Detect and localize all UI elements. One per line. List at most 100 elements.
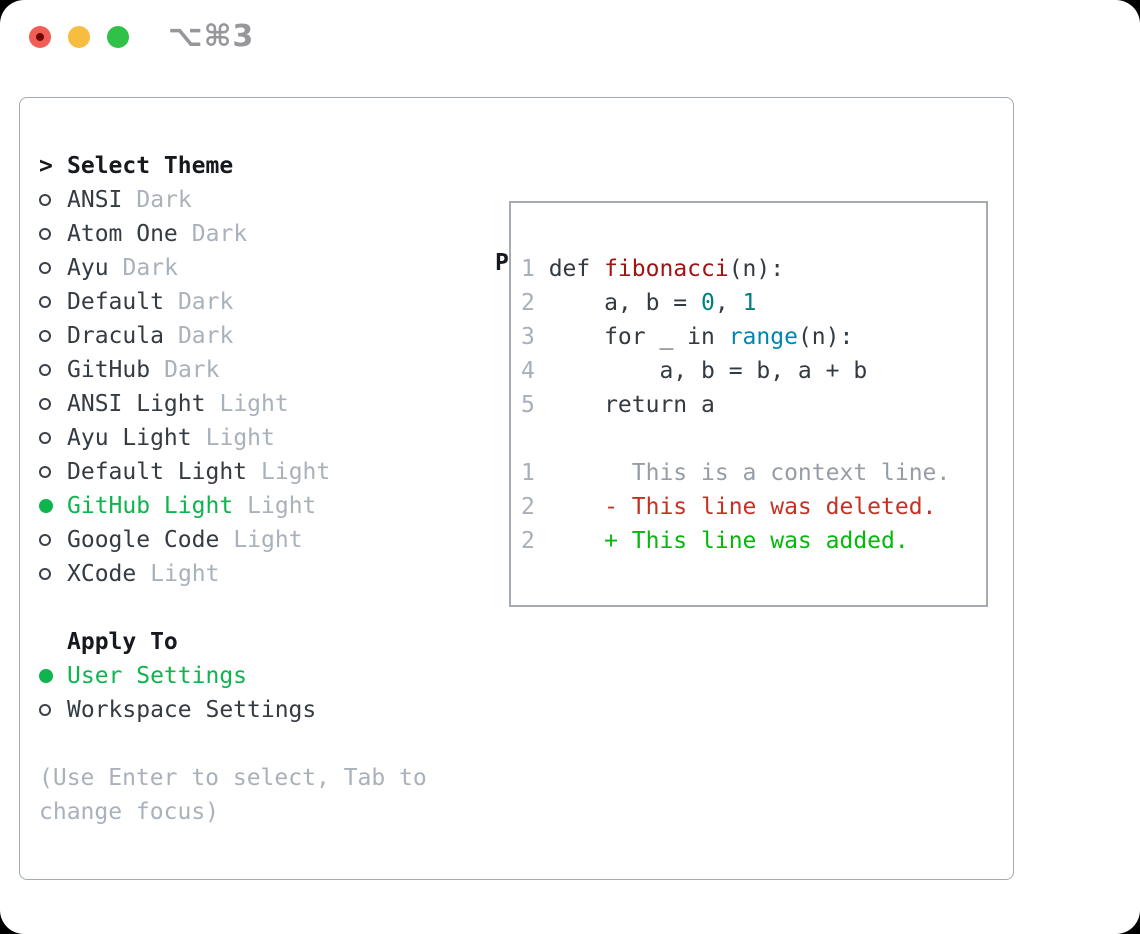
code-segment-code: , bbox=[714, 290, 743, 316]
code-segment-builtin: range bbox=[728, 324, 798, 350]
radio-circle bbox=[39, 704, 51, 716]
theme-variant-tag: Light bbox=[219, 391, 289, 417]
radio-icon bbox=[39, 296, 67, 308]
line-number: 4 bbox=[521, 358, 535, 384]
window-title: ⌥⌘3 bbox=[168, 19, 255, 54]
theme-name: Default bbox=[67, 289, 164, 315]
theme-variant-tag: Dark bbox=[191, 221, 248, 247]
radio-icon bbox=[39, 432, 67, 444]
preview-line bbox=[521, 422, 986, 456]
theme-variant-tag: Dark bbox=[177, 323, 234, 349]
code-segment-num: 0 bbox=[701, 290, 715, 316]
apply-option-label: Workspace Settings bbox=[67, 697, 317, 723]
window-titlebar: ⌥⌘3 bbox=[0, 0, 1140, 75]
code-segment-code: a, b = b, a + b bbox=[548, 358, 868, 384]
radio-icon bbox=[39, 330, 67, 342]
help-line: (Use Enter to select, Tab to bbox=[39, 765, 427, 791]
code-segment-added: + This line was added. bbox=[548, 528, 909, 554]
spacer-row bbox=[39, 591, 427, 625]
radio-icon bbox=[39, 466, 67, 478]
theme-variant-tag: Dark bbox=[136, 187, 192, 213]
theme-variant-tag: Light bbox=[233, 527, 303, 553]
zoom-button[interactable] bbox=[107, 26, 129, 48]
apply-to-heading-label: Apply To bbox=[67, 629, 178, 655]
radio-circle bbox=[39, 534, 51, 546]
select-theme-heading-label: Select Theme bbox=[67, 153, 234, 179]
radio-selected-icon bbox=[39, 499, 67, 513]
theme-item-ayu[interactable]: Ayu Dark bbox=[39, 251, 427, 285]
theme-name: GitHub Light bbox=[67, 493, 234, 519]
spacer-row bbox=[39, 727, 427, 761]
preview-line: 2 + This line was added. bbox=[521, 524, 986, 558]
code-segment-context: This is a context line. bbox=[548, 460, 951, 486]
radio-circle bbox=[39, 432, 51, 444]
line-number: 2 bbox=[521, 494, 535, 520]
code-segment-func: fibonacci bbox=[604, 256, 729, 282]
radio-circle bbox=[39, 262, 51, 274]
unsaved-changes-icon bbox=[36, 33, 44, 41]
select-theme-heading: > Select Theme bbox=[39, 149, 427, 183]
theme-variant-tag: Dark bbox=[177, 289, 234, 315]
line-number: 2 bbox=[521, 528, 535, 554]
line-number: 1 bbox=[521, 460, 535, 486]
line-number: 1 bbox=[521, 256, 535, 282]
radio-icon bbox=[39, 364, 67, 376]
radio-icon bbox=[39, 704, 67, 716]
minimize-button[interactable] bbox=[68, 26, 90, 48]
radio-circle bbox=[39, 669, 53, 683]
cursor-arrow-icon: > bbox=[39, 153, 53, 179]
preview-line: 1 This is a context line. bbox=[521, 456, 986, 490]
close-button[interactable] bbox=[29, 26, 51, 48]
theme-name: GitHub bbox=[67, 357, 151, 383]
code-segment-code: def bbox=[548, 256, 605, 282]
radio-circle bbox=[39, 398, 51, 410]
theme-item-google-code[interactable]: Google Code Light bbox=[39, 523, 427, 557]
theme-name: ANSI Light bbox=[67, 391, 206, 417]
theme-item-default-light[interactable]: Default Light Light bbox=[39, 455, 427, 489]
apply-option-workspace-settings[interactable]: Workspace Settings bbox=[39, 693, 427, 727]
theme-name: Ayu bbox=[67, 255, 109, 281]
help-line: change focus) bbox=[39, 799, 220, 825]
theme-name: Google Code bbox=[67, 527, 220, 553]
preview-line: 1 def fibonacci(n): bbox=[521, 252, 986, 286]
code-segment-code: (n): bbox=[797, 324, 854, 350]
theme-name: Atom One bbox=[67, 221, 178, 247]
line-number: 3 bbox=[521, 324, 535, 350]
apply-to-heading: Apply To bbox=[39, 625, 427, 659]
theme-item-atom-one[interactable]: Atom One Dark bbox=[39, 217, 427, 251]
radio-icon bbox=[39, 194, 67, 206]
theme-item-ansi-light[interactable]: ANSI Light Light bbox=[39, 387, 427, 421]
help-text: (Use Enter to select, Tab to change focus… bbox=[39, 761, 427, 829]
theme-item-default[interactable]: Default Dark bbox=[39, 285, 427, 319]
code-segment-code: (n): bbox=[728, 256, 785, 282]
theme-variant-tag: Light bbox=[261, 459, 331, 485]
preview-line: 3 for _ in range(n): bbox=[521, 320, 986, 354]
radio-icon bbox=[39, 398, 67, 410]
theme-variant-tag: Dark bbox=[122, 255, 178, 281]
code-segment-num: 1 bbox=[742, 290, 757, 316]
radio-icon bbox=[39, 228, 67, 240]
radio-circle bbox=[39, 499, 53, 513]
preview-line: 4 a, b = b, a + b bbox=[521, 354, 986, 388]
code-segment-deleted: - This line was deleted. bbox=[548, 494, 937, 520]
theme-variant-tag: Light bbox=[205, 425, 275, 451]
radio-circle bbox=[39, 364, 51, 376]
radio-icon bbox=[39, 534, 67, 546]
radio-circle bbox=[39, 228, 51, 240]
theme-name: Default Light bbox=[67, 459, 248, 485]
theme-variant-tag: Light bbox=[150, 561, 220, 587]
apply-option-user-settings[interactable]: User Settings bbox=[39, 659, 427, 693]
